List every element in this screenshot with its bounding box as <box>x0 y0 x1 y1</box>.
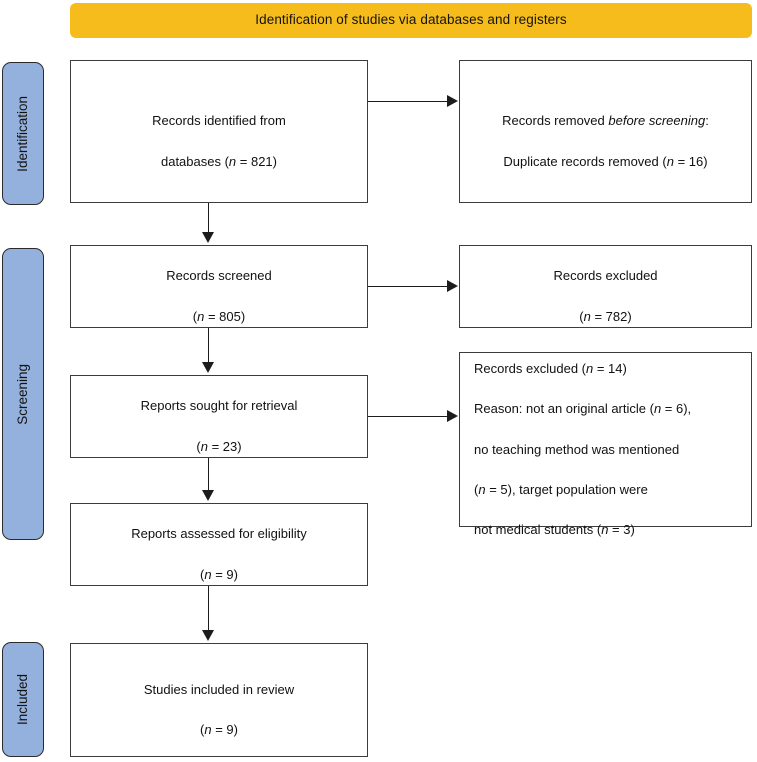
records-removed-n-symbol: n <box>666 153 674 169</box>
records-identified-line2-prefix: databases ( <box>160 153 229 169</box>
diagram-header-banner: Identification of studies via databases … <box>70 3 752 38</box>
records-screened-line2-suffix: = 805) <box>204 308 246 324</box>
excluded-reasons-l5-prefix: not medical students ( <box>474 522 602 538</box>
box-records-screened: Records screened (n = 805) <box>70 245 368 328</box>
reports-sought-n-symbol: n <box>200 438 208 454</box>
excluded-reasons-l4-prefix: ( <box>474 481 479 497</box>
box-records-excluded-screening: Records excluded (n = 782) <box>459 245 752 328</box>
records-removed-before-screening: before screening <box>608 113 706 129</box>
reports-assessed-line1: Reports assessed for eligibility <box>131 526 307 542</box>
studies-included-line2-prefix: ( <box>200 722 205 738</box>
reports-assessed-n-symbol: n <box>204 566 212 582</box>
arrowhead-right-icon-1 <box>447 95 458 107</box>
records-screened-line1: Records screened <box>166 268 272 284</box>
box-records-excluded-reasons: Records excluded (n = 14) Reason: not an… <box>459 352 752 537</box>
reports-assessed-line2-suffix: = 9) <box>211 566 238 582</box>
box-records-removed-text: Records removed before screening: Duplic… <box>502 91 709 172</box>
excluded-reasons-l2-n-symbol: n <box>653 401 662 417</box>
records-identified-line1: Records identified from <box>152 113 286 129</box>
studies-included-line2-suffix: = 9) <box>211 722 238 738</box>
connector-screened-to-excluded <box>368 286 448 287</box>
box-records-screened-text: Records screened (n = 805) <box>166 246 272 327</box>
phase-label-screening: Screening <box>2 248 44 540</box>
connector-sought-to-excluded-reasons <box>368 416 448 417</box>
studies-included-n-symbol: n <box>204 722 212 738</box>
reports-sought-line1: Reports sought for retrieval <box>140 398 298 414</box>
phase-label-identification-text: Identification <box>15 95 31 172</box>
excluded-reasons-l5-n-symbol: n <box>601 522 609 538</box>
box-studies-included-text: Studies included in review (n = 9) <box>144 660 294 741</box>
box-records-identified: Records identified from databases (n = 8… <box>70 60 368 203</box>
phase-label-included-text: Included <box>15 673 31 726</box>
records-identified-line2-suffix: = 821) <box>236 153 277 169</box>
arrowhead-right-icon-2 <box>447 280 458 292</box>
excluded-reasons-l4-suffix: = 5), target population were <box>485 481 648 497</box>
reports-sought-line2-suffix: = 23) <box>207 438 242 454</box>
phase-label-screening-text: Screening <box>15 363 31 425</box>
excluded-reasons-l5-suffix: = 3) <box>608 522 635 538</box>
connector-assessed-to-included <box>208 586 209 631</box>
box-reports-assessed: Reports assessed for eligibility (n = 9) <box>70 503 368 586</box>
connector-sought-to-assessed <box>208 458 209 491</box>
arrowhead-right-icon-3 <box>447 410 458 422</box>
box-records-removed: Records removed before screening: Duplic… <box>459 60 752 203</box>
arrowhead-down-icon-3 <box>202 490 214 501</box>
phase-label-identification: Identification <box>2 62 44 205</box>
records-excluded-screening-line2-suffix: = 782) <box>590 308 632 324</box>
records-screened-line2-prefix: ( <box>192 308 198 324</box>
arrowhead-down-icon-2 <box>202 362 214 373</box>
connector-screened-to-sought <box>208 328 209 362</box>
excluded-reasons-l2-suffix: = 6), <box>661 401 692 417</box>
records-excluded-screening-line1: Records excluded <box>553 268 658 284</box>
box-studies-included: Studies included in review (n = 9) <box>70 643 368 757</box>
reports-assessed-line2-prefix: ( <box>200 566 205 582</box>
box-records-excluded-reasons-text: Records excluded (n = 14) Reason: not an… <box>474 339 691 540</box>
connector-identified-to-screened <box>208 203 209 234</box>
records-excluded-screening-n-symbol: n <box>583 308 591 324</box>
studies-included-line1: Studies included in review <box>143 681 295 697</box>
box-reports-assessed-text: Reports assessed for eligibility (n = 9) <box>131 504 307 585</box>
excluded-reasons-l3: no teaching method was mentioned <box>474 441 680 457</box>
connector-identified-to-removed <box>368 101 448 102</box>
reports-sought-line2-prefix: ( <box>196 438 201 454</box>
excluded-reasons-l1-prefix: Records excluded ( <box>474 360 586 376</box>
excluded-reasons-l2-prefix: Reason: not an original article ( <box>474 401 654 417</box>
excluded-reasons-l1-n-symbol: n <box>586 360 594 376</box>
records-excluded-screening-line2-prefix: ( <box>579 308 584 324</box>
records-identified-n-symbol: n <box>228 153 237 169</box>
excluded-reasons-l1-suffix: = 14) <box>593 360 627 376</box>
records-removed-line2-suffix: = 16) <box>673 153 708 169</box>
box-records-identified-text: Records identified from databases (n = 8… <box>152 91 286 172</box>
records-removed-line1-suffix: : <box>705 113 709 129</box>
box-reports-sought-text: Reports sought for retrieval (n = 23) <box>141 376 298 457</box>
arrowhead-down-icon-4 <box>202 630 214 641</box>
records-removed-line2-prefix: Duplicate records removed ( <box>503 153 667 169</box>
arrowhead-down-icon-1 <box>202 232 214 243</box>
excluded-reasons-l4-n-symbol: n <box>478 481 486 497</box>
records-removed-line1-prefix: Records removed <box>502 113 609 129</box>
records-screened-n-symbol: n <box>197 308 205 324</box>
box-records-excluded-screening-text: Records excluded (n = 782) <box>553 246 657 327</box>
phase-label-included: Included <box>2 642 44 757</box>
diagram-header-title: Identification of studies via databases … <box>255 12 567 28</box>
box-reports-sought: Reports sought for retrieval (n = 23) <box>70 375 368 458</box>
